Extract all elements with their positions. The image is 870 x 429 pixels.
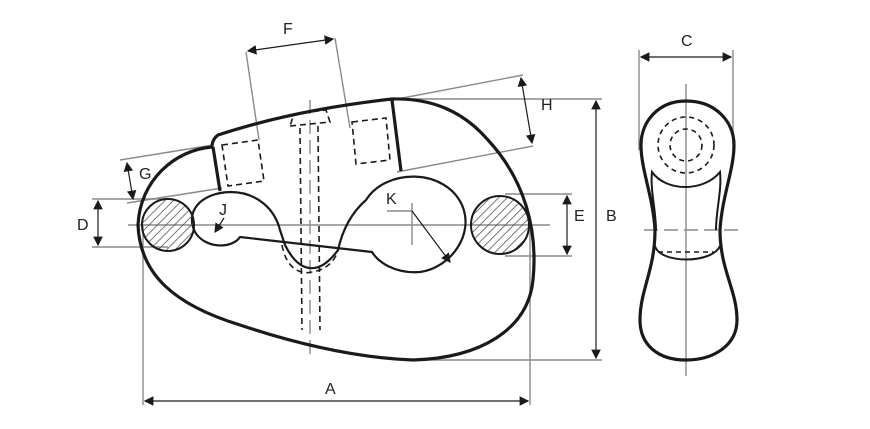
link-outline xyxy=(136,97,536,362)
label-f: F xyxy=(283,21,293,38)
side-outline xyxy=(638,99,739,362)
front-view-labels: A B D E F G H J K xyxy=(77,21,617,398)
side-hidden-lines xyxy=(657,116,715,253)
pin-sections xyxy=(141,195,530,255)
label-j: J xyxy=(219,202,227,219)
dimension-arrows xyxy=(93,35,601,406)
label-k: K xyxy=(386,191,397,208)
label-g: G xyxy=(139,166,151,183)
label-d: D xyxy=(77,217,89,234)
hidden-lines xyxy=(221,109,391,331)
label-h: H xyxy=(541,97,553,114)
label-e: E xyxy=(574,208,585,225)
front-view: A B D E F G H J K xyxy=(77,21,617,406)
label-b: B xyxy=(606,208,617,225)
label-c: C xyxy=(681,33,693,50)
side-view: C xyxy=(638,33,742,376)
label-a: A xyxy=(325,381,336,398)
